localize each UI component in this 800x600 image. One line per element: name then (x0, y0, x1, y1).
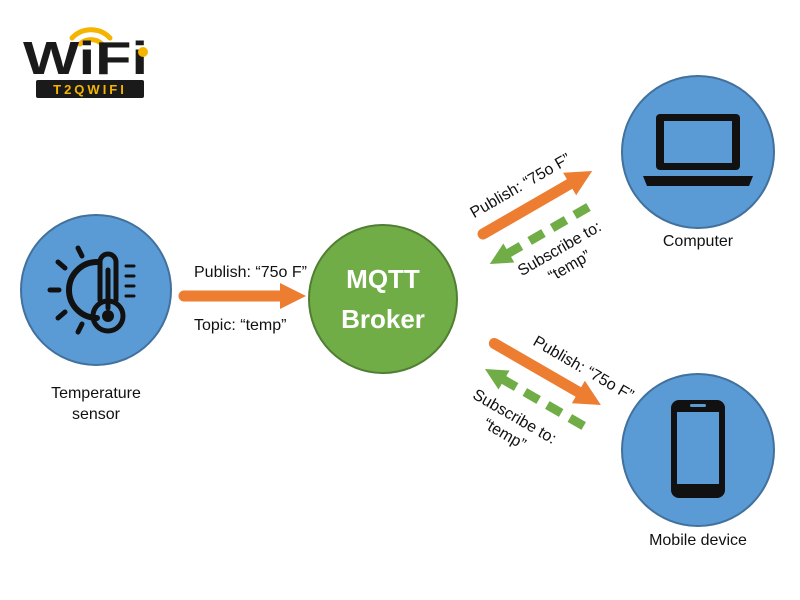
broker-label-line2: Broker (341, 304, 425, 334)
edge-broker-computer: Publish: “75o F” Subscribe to: “temp” (468, 151, 605, 286)
node-computer: Computer (621, 75, 775, 250)
edge-broker-mobile: Publish: “75o F” Subscribe to: “temp” (470, 333, 637, 453)
t2qwifi-logo: WiFi T2QWIFI (23, 27, 148, 98)
computer-subscribe-arrow-head (489, 243, 515, 264)
mobile-publish-arrow-head (571, 380, 601, 405)
topic-label: Topic: “temp” (194, 317, 286, 334)
publish-label: Publish: “75o F” (194, 264, 307, 281)
sensor-label-line2: sensor (72, 406, 121, 423)
computer-publish-arrow-head (563, 171, 593, 196)
edge-sensor-to-broker: Publish: “75o F” Topic: “temp” (178, 264, 307, 334)
laptop-icon (643, 114, 753, 186)
broker-label-line1: MQTT (346, 264, 420, 294)
computer-publish-arrow-shaft (477, 176, 579, 240)
mobile-subscribe-group (484, 369, 586, 430)
logo-tagline: T2QWIFI (53, 82, 127, 97)
sensor-circle (20, 214, 172, 366)
mobile-subscribe-arrow-shaft (500, 375, 586, 430)
smartphone-icon (671, 400, 725, 498)
logo-wordmark: WiFi (23, 32, 148, 84)
computer-subscribe-group (489, 200, 596, 264)
logo-accent-dot (138, 47, 148, 57)
sensor-label-line1: Temperature (51, 385, 141, 402)
mobile-subscribe-label-group: Subscribe to: “temp” (470, 386, 559, 453)
node-mobile-device: Mobile device (621, 373, 775, 549)
mobile-subscribe-arrow-head (484, 369, 510, 390)
computer-label: Computer (663, 233, 734, 250)
broker-circle (308, 224, 458, 374)
computer-subscribe-label-group: Subscribe to: “temp” (515, 218, 604, 285)
node-mqtt-broker: MQTT Broker (308, 224, 458, 374)
wifi-signal-icon (69, 27, 113, 47)
publish-arrow-head (280, 283, 306, 309)
node-temperature-sensor: Temperature sensor (20, 214, 172, 423)
thermometer-sun-icon (47, 245, 136, 335)
mobile-label: Mobile device (649, 532, 747, 549)
computer-subscribe-arrow-shaft (504, 200, 596, 258)
mobile-publish-arrow-shaft (488, 338, 588, 400)
logo-tagline-bar (36, 80, 144, 98)
